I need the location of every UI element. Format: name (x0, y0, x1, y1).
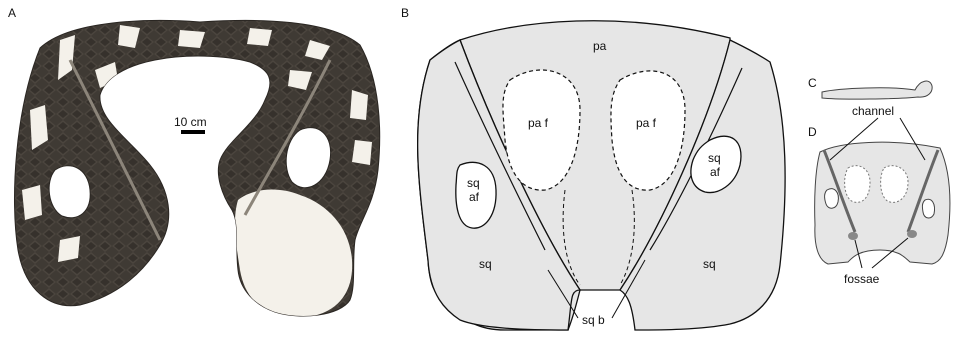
label-sq-af-right-sq: sq (708, 151, 721, 165)
panel-b-drawing: pa pa f pa f sq af sq af sq sq sq b (400, 0, 800, 339)
label-sq-right: sq (703, 257, 716, 271)
scale-bar (181, 130, 205, 134)
label-sq-af-left-af: af (469, 190, 480, 204)
label-fossae: fossae (844, 272, 880, 286)
fossa-right (907, 230, 917, 238)
panel-cd-drawings: channel fossae (800, 0, 964, 339)
label-sq-b: sq b (582, 313, 605, 327)
label-sq-left: sq (479, 257, 492, 271)
left-fenestra (49, 166, 90, 218)
fossa-left (848, 232, 858, 240)
label-sq-af-right-af: af (710, 165, 721, 179)
label-sq-af-left-sq: sq (467, 176, 480, 190)
label-pa-f-left: pa f (528, 116, 549, 130)
label-channel: channel (852, 104, 894, 118)
label-pa-f-right: pa f (636, 116, 657, 130)
panel-a-photo: 10 cm (0, 0, 400, 339)
scale-bar-label: 10 cm (174, 115, 207, 129)
channel-cross-section (822, 81, 932, 99)
label-pa: pa (593, 39, 607, 53)
